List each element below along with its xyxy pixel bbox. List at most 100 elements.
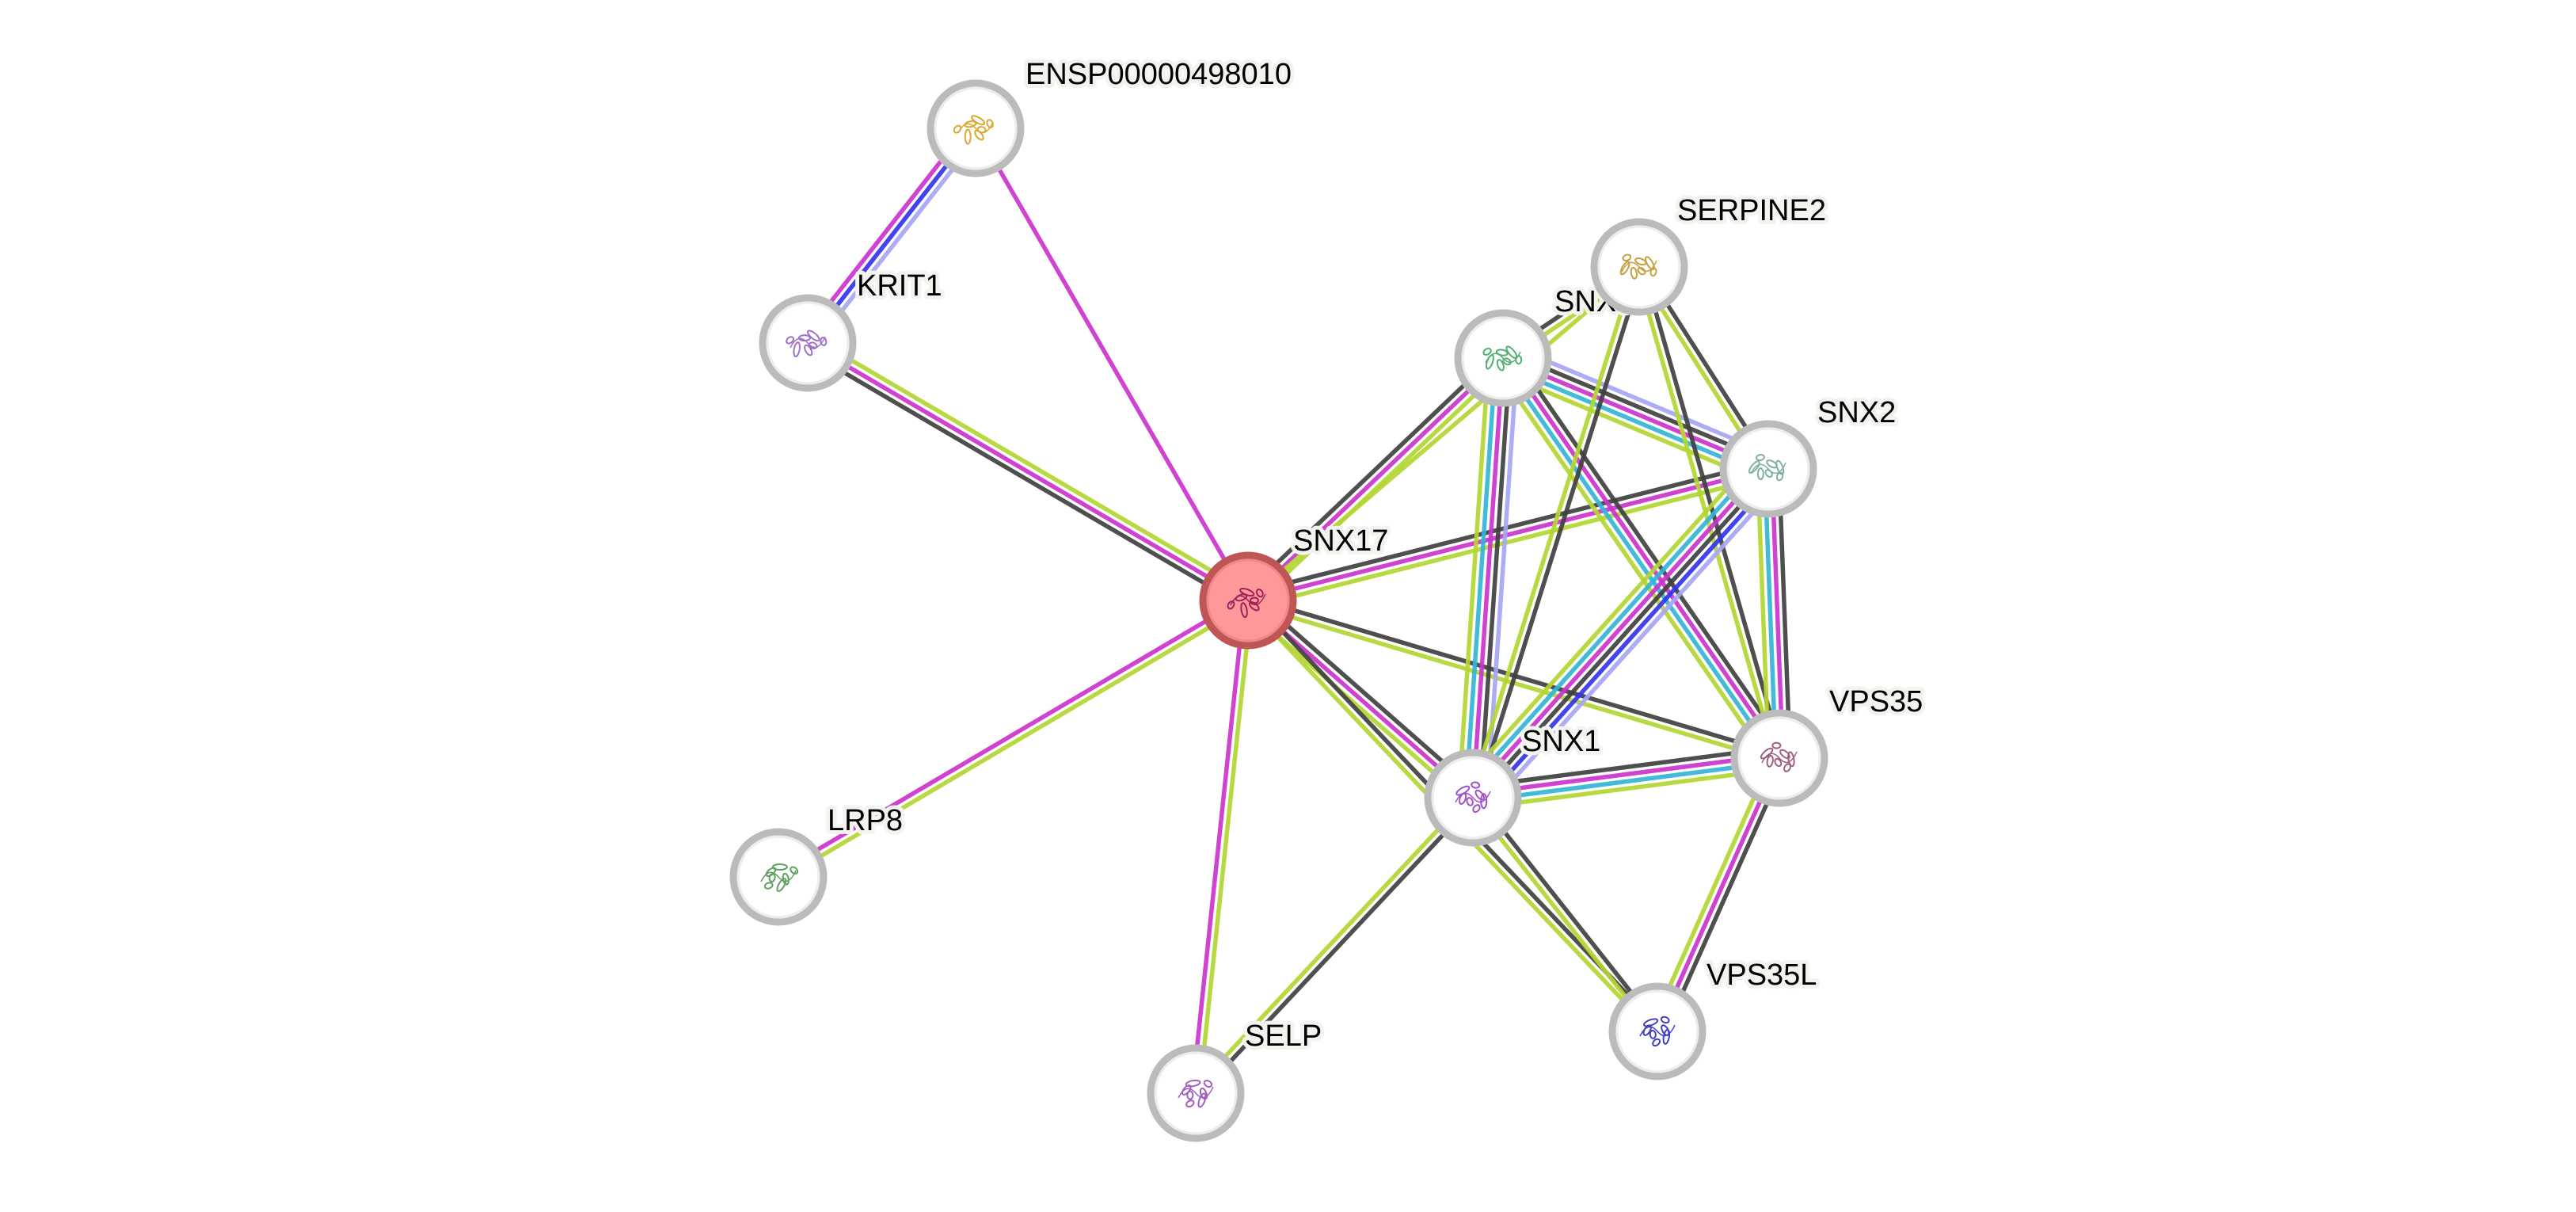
node-inner-ring: [934, 86, 1018, 170]
edge-VPS35-VPS35L[interactable]: [1649, 754, 1788, 1035]
edge-line-textmining: [1649, 754, 1775, 1030]
protein-structure-icon: [1760, 741, 1798, 772]
edge-SNX5-VPS35[interactable]: [1492, 350, 1790, 766]
node-LRP8[interactable]: LRP8: [729, 800, 907, 926]
edge-line-experiments: [1189, 600, 1247, 1093]
node-label: SNX17: [1293, 524, 1388, 558]
node-inner-ring: [1431, 756, 1515, 840]
node-SELP[interactable]: SELP: [1147, 1016, 1326, 1142]
protein-structure-icon: [1619, 253, 1657, 280]
node-inner-ring: [1597, 225, 1681, 309]
edge-line-textmining: [1467, 265, 1638, 798]
node-SERPINE2[interactable]: SERPINE2: [1590, 190, 1830, 316]
edge-line-textmining: [1251, 361, 1510, 608]
edge-line-textmining: [1496, 369, 1764, 485]
edge-line-database: [1463, 460, 1763, 792]
protein-structure-icon: [1639, 1016, 1676, 1047]
node-label: LRP8: [828, 804, 903, 837]
edge-line-coexpression: [1640, 265, 1785, 758]
edge-line-textmining: [1468, 798, 1657, 1035]
edge-line-coexpression: [1241, 351, 1500, 597]
edge-line-textmining: [778, 601, 1251, 882]
node-label: VPS35: [1829, 685, 1923, 718]
edge-line-coexpression: [1478, 358, 1512, 798]
edge-SNX2-SNX1[interactable]: [1458, 455, 1783, 811]
protein-structure-icon: [1482, 345, 1523, 372]
edge-line-coexpression: [1474, 267, 1645, 800]
node-SNX17[interactable]: SNX17: [1199, 520, 1392, 650]
edge-line-experiments: [1655, 757, 1782, 1033]
edge-SNX1-SELP[interactable]: [1191, 794, 1478, 1097]
protein-structure-icon: [1455, 781, 1491, 814]
edge-SNX17-SNX5[interactable]: [1241, 351, 1510, 608]
node-VPS35[interactable]: VPS35: [1730, 681, 1927, 807]
protein-structure-icon: [1227, 588, 1266, 618]
edge-line-coexpression: [803, 347, 1246, 609]
edge-line-coexpression: [1474, 794, 1662, 1031]
edge-line-database: [1498, 358, 1779, 762]
edge-line-experiments: [775, 595, 1248, 876]
node-VPS35L[interactable]: VPS35L: [1608, 955, 1821, 1081]
edge-SERPINE2-SNX1[interactable]: [1467, 265, 1645, 800]
edge-line-textmining: [1458, 455, 1757, 787]
edge-SNX17-SERPINE2[interactable]: [1246, 265, 1641, 603]
node-label: SNX2: [1817, 396, 1896, 429]
edge-line-textmining: [1246, 265, 1641, 603]
protein-structure-icon: [1748, 453, 1786, 482]
node-SNX2[interactable]: SNX2: [1719, 392, 1900, 518]
edge-line-experiments: [1504, 354, 1784, 758]
edge-line-gene_fusion: [1478, 475, 1779, 806]
edge-line-textmining: [1197, 600, 1254, 1094]
edge-line-experiments: [973, 127, 1250, 602]
edge-KRIT1-SNX17[interactable]: [803, 334, 1253, 609]
node-label: KRIT1: [857, 269, 942, 303]
edge-SNX1-VPS35[interactable]: [1471, 745, 1782, 811]
node-ENSP00000498010[interactable]: ENSP00000498010: [927, 54, 1296, 177]
node-inner-ring: [736, 835, 820, 919]
protein-structure-icon: [1178, 1079, 1214, 1108]
edge-line-coexpression: [1251, 593, 1479, 795]
protein-structure-icon: [953, 115, 994, 145]
edge-line-experiments: [1468, 465, 1767, 797]
edge-line-textmining: [1755, 469, 1771, 759]
edge-ENSP00000498010-SNX17[interactable]: [973, 127, 1250, 602]
node-label: SELP: [1245, 1020, 1322, 1053]
node-KRIT1[interactable]: KRIT1: [759, 265, 946, 392]
edge-line-coexpression: [1661, 760, 1788, 1035]
node-inner-ring: [766, 301, 850, 385]
edge-line-coexpression: [1474, 470, 1773, 802]
edge-SNX17-SELP[interactable]: [1189, 600, 1254, 1094]
edge-line-textmining: [1249, 474, 1771, 610]
node-inner-ring: [1737, 716, 1821, 800]
protein-structure-icon: [760, 863, 799, 893]
edge-line-experiments: [806, 341, 1250, 603]
edge-line-coexpression: [1509, 350, 1790, 753]
protein-structure-icon: [786, 330, 828, 357]
edge-line-textmining: [1456, 356, 1491, 797]
edge-line-coexpression: [1197, 798, 1478, 1097]
edge-line-experiments: [1247, 467, 1769, 603]
edge-line-textmining: [1474, 766, 1782, 811]
node-inner-ring: [1461, 316, 1545, 400]
node-label: ENSP00000498010: [1025, 58, 1292, 91]
node-label: VPS35L: [1707, 959, 1817, 992]
node-inner-ring: [1615, 989, 1699, 1073]
node-inner-ring: [1154, 1051, 1238, 1135]
node-SNX1[interactable]: SNX1: [1424, 721, 1604, 847]
edge-line-textmining: [1191, 794, 1472, 1092]
edge-line-coexpression: [1471, 745, 1779, 790]
edge-line-experiments: [1246, 356, 1505, 602]
node-label: SERPINE2: [1677, 194, 1826, 227]
edge-line-coexpression: [1776, 468, 1793, 758]
edge-line-database: [1473, 759, 1780, 804]
edge-SNX17-LRP8[interactable]: [775, 595, 1251, 882]
node-label: SNX1: [1522, 725, 1600, 758]
node-inner-ring: [1206, 558, 1290, 642]
edge-line-textmining: [810, 334, 1253, 596]
edge-line-database: [1463, 357, 1498, 798]
edge-line-experiments: [1472, 752, 1779, 797]
edge-line-textmining: [1492, 363, 1773, 766]
edge-SNX1-VPS35L[interactable]: [1468, 794, 1662, 1035]
